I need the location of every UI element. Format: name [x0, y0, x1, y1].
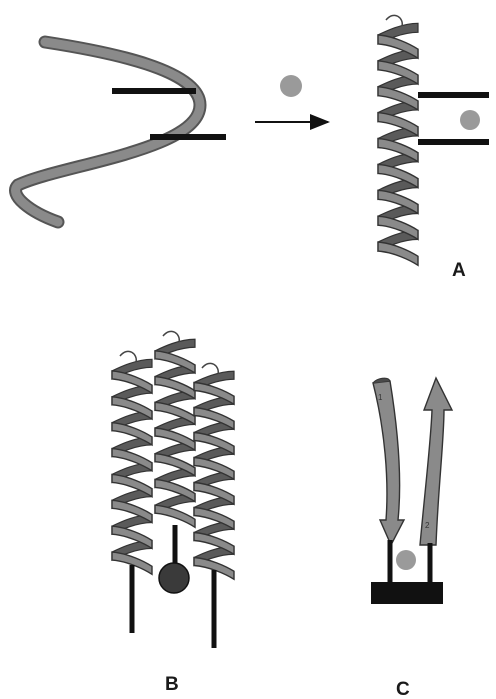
- helix-end-wisp: [386, 15, 402, 26]
- helix-turn-front: [378, 242, 418, 265]
- helix-end-wisp: [120, 351, 136, 362]
- panel-label-b: B: [165, 674, 179, 695]
- beta-strand-2: [420, 378, 452, 545]
- folded-alpha-helix: [378, 15, 418, 265]
- panel-b: B: [112, 331, 234, 695]
- panel-c: 1 2 C: [371, 378, 452, 699]
- helix-turn-front: [155, 505, 195, 527]
- panel-label-c: C: [396, 679, 410, 699]
- helix-bundle-helix-1: [112, 351, 152, 574]
- panel-a: A: [16, 15, 489, 281]
- helix-end-wisp: [163, 331, 179, 342]
- metal-center: [159, 563, 189, 593]
- panel-label-a: A: [452, 260, 466, 281]
- strand-number-2: 2: [425, 521, 430, 530]
- helix-bundle-helix-3: [194, 363, 234, 579]
- base-block: [371, 582, 443, 604]
- beta-strand-1: [373, 381, 404, 545]
- helix-bundle-helix-2: [155, 331, 195, 527]
- metal-ion-free: [280, 75, 302, 97]
- metal-ion-bound-c: [396, 550, 416, 570]
- helix-end-wisp: [202, 363, 218, 374]
- strand-number-1: 1: [378, 393, 383, 402]
- metal-ion-bound: [460, 110, 480, 130]
